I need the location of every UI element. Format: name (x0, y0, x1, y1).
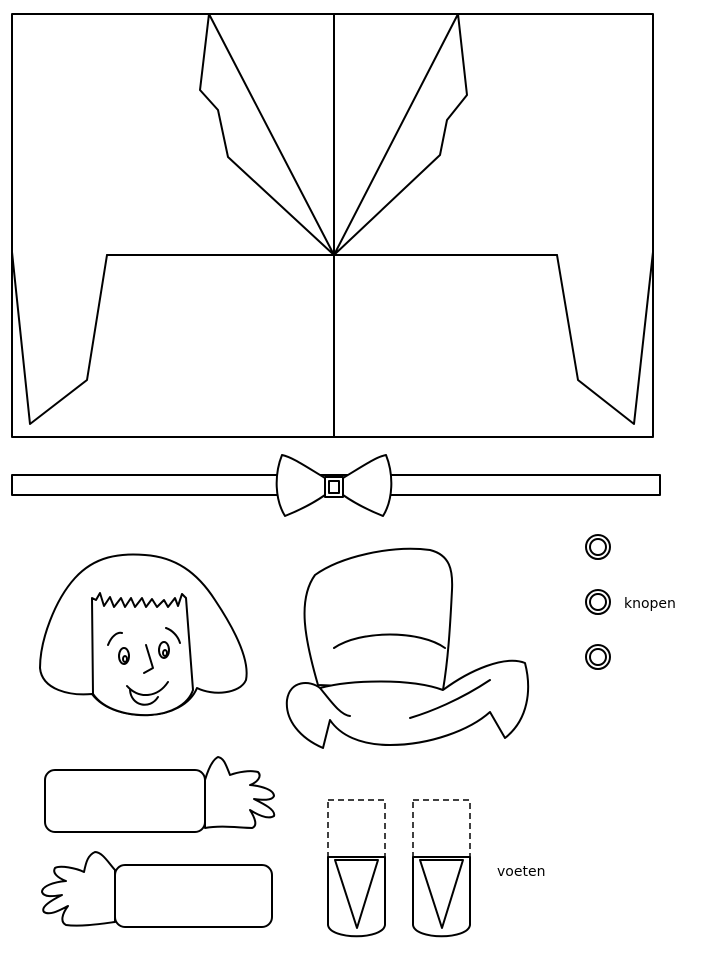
collar-strip-with-bow-tie (11, 454, 661, 517)
buttons: knopen (585, 534, 676, 670)
nose (143, 644, 154, 674)
arm-left (41, 851, 273, 928)
feet: voeten (327, 799, 545, 938)
hand-right (204, 756, 276, 829)
left-eye (118, 647, 130, 665)
right-eye (158, 641, 170, 659)
mouth (126, 681, 169, 706)
bow-left (275, 454, 326, 517)
right-side-cut (556, 251, 654, 425)
hat-brim (285, 659, 530, 749)
face (91, 592, 194, 717)
top-hat (285, 547, 530, 749)
right-lapel (333, 13, 468, 256)
head (39, 553, 248, 717)
buttons-label: knopen (624, 596, 676, 612)
left-lapel (199, 13, 335, 256)
hand-left (41, 851, 116, 927)
bow-right (342, 454, 393, 517)
arm-right (44, 756, 276, 833)
left-side-cut (11, 251, 108, 425)
feet-label: voeten (497, 864, 545, 880)
jacket-body (11, 13, 654, 438)
